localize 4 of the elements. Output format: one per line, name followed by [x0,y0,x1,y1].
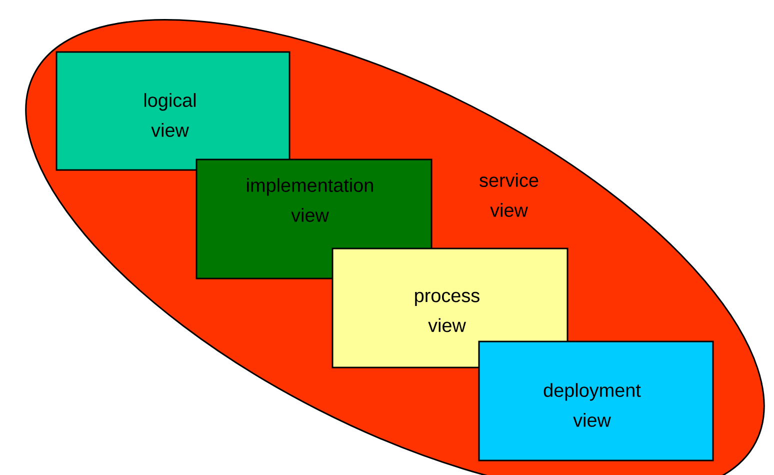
view-box: process view [332,248,568,368]
view-box: implementation view [196,158,432,280]
view-box: deployment view [478,340,714,462]
view-box: logical view [56,51,290,171]
